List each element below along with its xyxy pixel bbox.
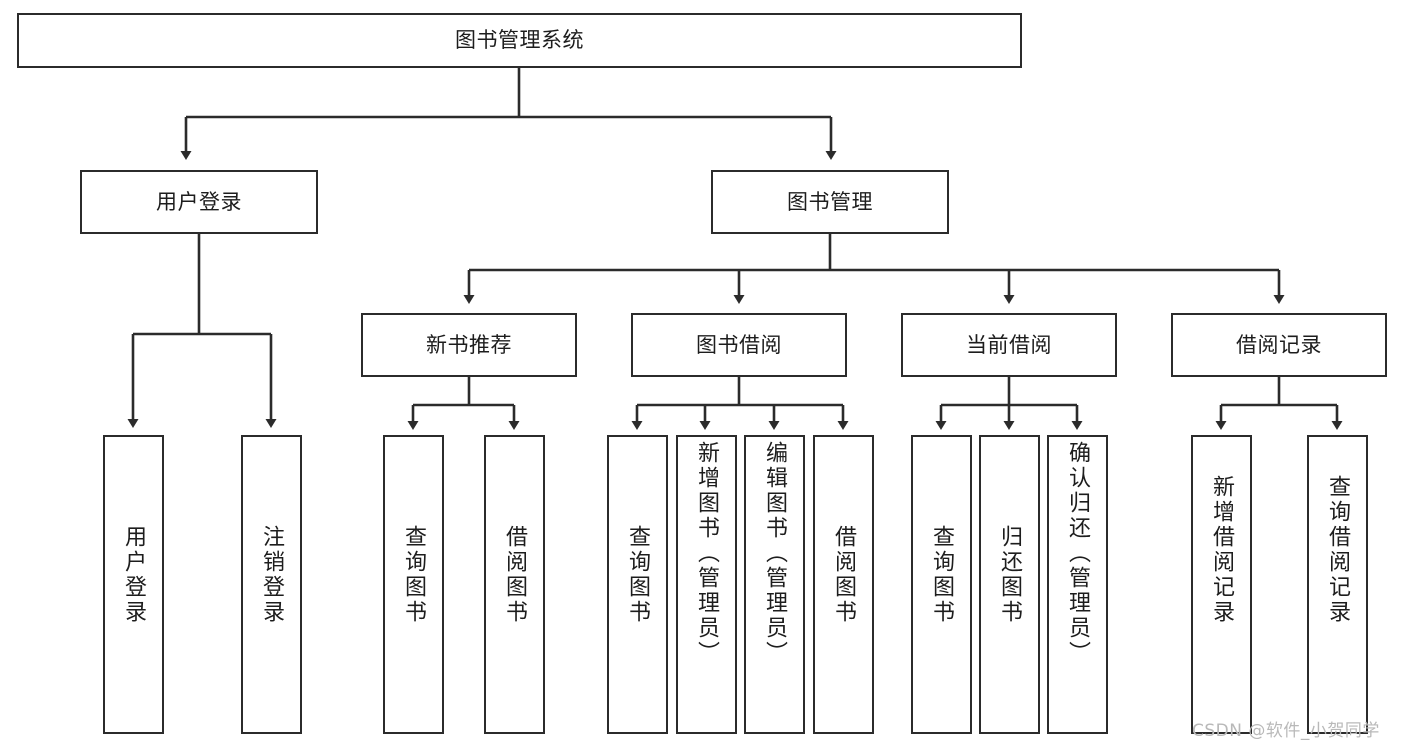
node-label: 查询图书 <box>625 525 651 625</box>
node-label: 归还图书 <box>997 525 1023 625</box>
edges-newbook-to-leaves <box>407 377 520 430</box>
leaf-logout[interactable]: 注销登录 <box>241 435 302 734</box>
leaf-confirm-return-admin[interactable]: 确认归还（管理员） <box>1047 435 1108 734</box>
leaf-add-book-admin[interactable]: 新增图书（管理员） <box>676 435 737 734</box>
node-book-management[interactable]: 图书管理 <box>711 170 949 234</box>
node-label: 用户登录 <box>121 525 147 625</box>
node-label: 编辑图书（管理员） <box>762 441 788 666</box>
leaf-user-login[interactable]: 用户登录 <box>103 435 164 734</box>
node-label: 新增图书（管理员） <box>694 441 720 666</box>
leaf-borrow-book[interactable]: 借阅图书 <box>813 435 874 734</box>
leaf-query-book-borrow[interactable]: 查询图书 <box>607 435 668 734</box>
node-user-login[interactable]: 用户登录 <box>80 170 318 234</box>
node-label: 用户登录 <box>156 189 242 214</box>
node-label: 查询借阅记录 <box>1325 475 1351 625</box>
leaf-add-borrow-record[interactable]: 新增借阅记录 <box>1191 435 1252 734</box>
edges-current-to-leaves <box>935 377 1083 430</box>
leaf-query-book-current[interactable]: 查询图书 <box>911 435 972 734</box>
node-current-borrow[interactable]: 当前借阅 <box>901 313 1117 377</box>
node-root-system[interactable]: 图书管理系统 <box>17 13 1022 68</box>
node-label: 确认归还（管理员） <box>1065 441 1091 666</box>
node-label: 查询图书 <box>929 525 955 625</box>
node-label: 新增借阅记录 <box>1209 475 1235 625</box>
leaf-query-borrow-record[interactable]: 查询借阅记录 <box>1307 435 1368 734</box>
edges-bookmgmt-to-level3 <box>463 234 1285 304</box>
node-label: 借阅图书 <box>831 525 857 625</box>
node-label: 注销登录 <box>259 525 285 625</box>
edges-record-to-leaves <box>1215 377 1343 430</box>
node-label: 当前借阅 <box>966 332 1052 357</box>
edges-borrow-to-leaves <box>631 377 849 430</box>
leaf-return-book[interactable]: 归还图书 <box>979 435 1040 734</box>
edges-userlogin-to-leaves <box>127 234 277 428</box>
leaf-edit-book-admin[interactable]: 编辑图书（管理员） <box>744 435 805 734</box>
node-label: 图书管理系统 <box>455 28 584 53</box>
node-label: 查询图书 <box>401 525 427 625</box>
node-book-borrow[interactable]: 图书借阅 <box>631 313 847 377</box>
node-label: 借阅图书 <box>502 525 528 625</box>
node-label: 新书推荐 <box>426 332 512 357</box>
node-new-book-recommend[interactable]: 新书推荐 <box>361 313 577 377</box>
node-label: 图书管理 <box>787 189 873 214</box>
node-label: 借阅记录 <box>1236 332 1322 357</box>
edges-root-to-level2 <box>180 68 837 160</box>
leaf-query-book-recommend[interactable]: 查询图书 <box>383 435 444 734</box>
leaf-borrow-book-recommend[interactable]: 借阅图书 <box>484 435 545 734</box>
node-borrow-record[interactable]: 借阅记录 <box>1171 313 1387 377</box>
node-label: 图书借阅 <box>696 332 782 357</box>
